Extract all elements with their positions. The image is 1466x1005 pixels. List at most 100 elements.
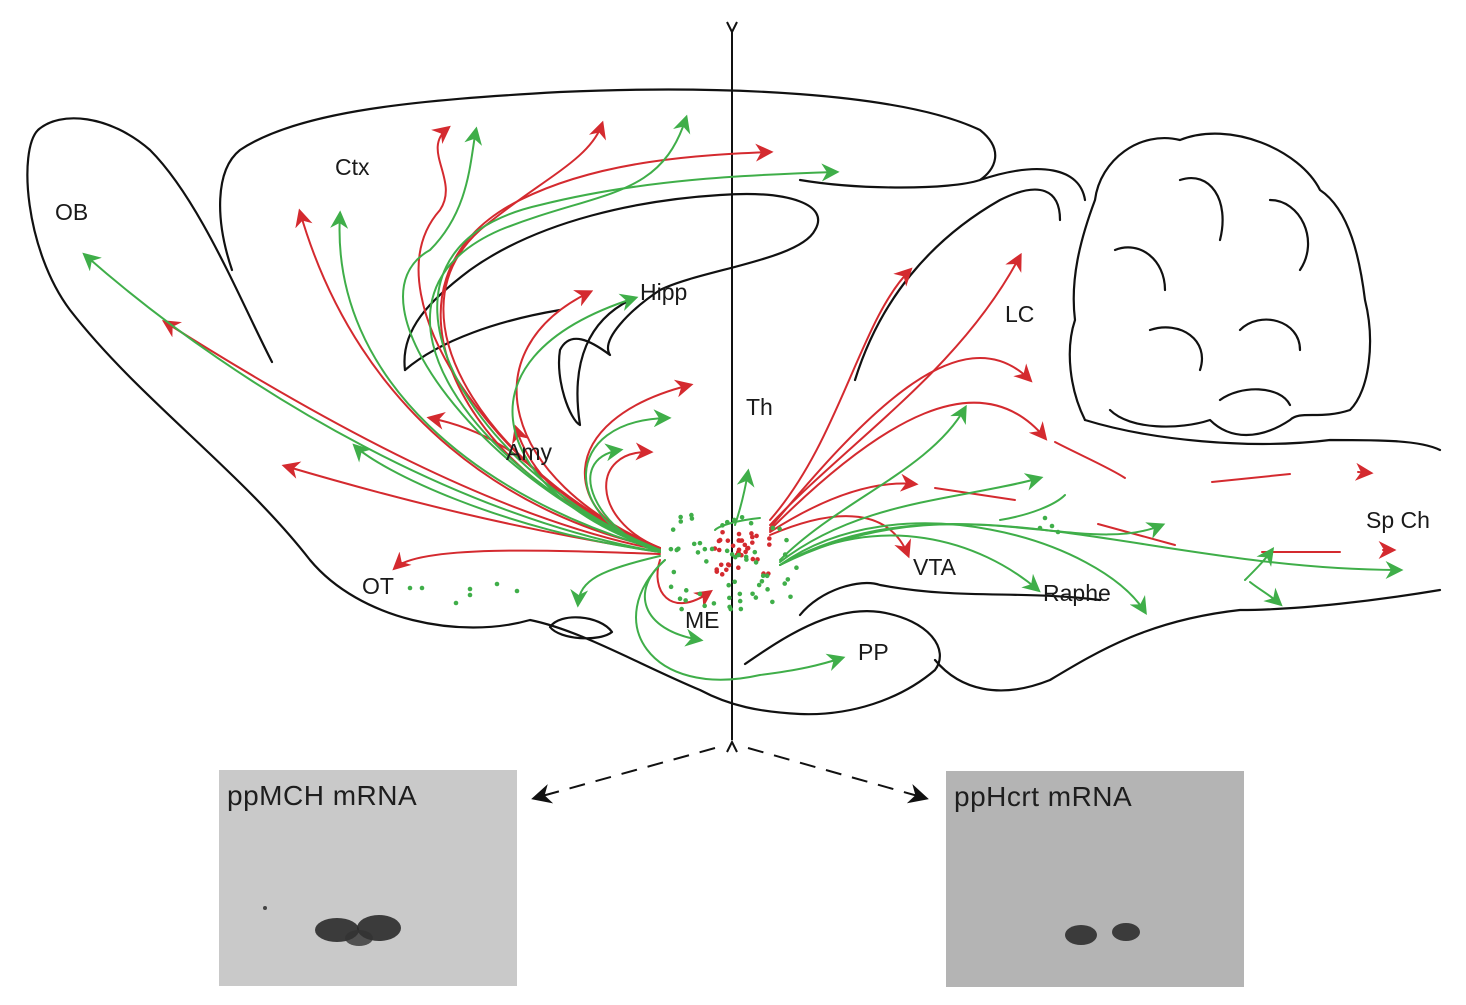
hcrt-cell-dot — [683, 598, 688, 603]
hcrt-cell-dot — [737, 591, 743, 597]
hcrt-cell-dot — [794, 565, 799, 571]
hcrt-cell-dot — [704, 559, 709, 564]
hcrt-cell-dot — [732, 579, 737, 585]
hcrt-cell-dot — [729, 552, 735, 557]
mch-cell-dot — [717, 537, 723, 543]
hcrt-cell-dot — [407, 585, 413, 591]
hcrt-cell-dot — [760, 573, 766, 579]
hcrt-cell-dot — [697, 540, 703, 546]
hcrt-cell-dot — [782, 581, 788, 586]
hcrt-cell-dot — [674, 547, 680, 553]
mch-cell-dot — [750, 556, 756, 562]
mch-cell-dot — [724, 567, 729, 573]
dashed-arrow-right — [747, 747, 929, 804]
hcrt-cell-dot — [753, 560, 759, 565]
mch-cell-dot — [736, 531, 742, 537]
hcrt-cell-dot — [753, 595, 759, 600]
hcrt-cell-dot — [732, 554, 738, 560]
inset-pphcrt-mrna: ppHcrt mRNA — [946, 771, 1244, 987]
hcrt-cell-dot — [668, 546, 674, 552]
hcrt-cell-dot — [782, 552, 788, 557]
hcrt-cell-dot — [711, 601, 717, 606]
hcrt-cell-dot — [697, 591, 703, 597]
hcrt-cell-dot — [744, 557, 749, 562]
mch-cell-dot — [720, 529, 725, 535]
hcrt-cell-dot — [720, 523, 725, 528]
hcrt-cell-dot — [770, 525, 776, 531]
mch-cell-dot — [750, 540, 755, 545]
mch-cell-dot — [719, 572, 725, 577]
mch-cell-dot — [736, 547, 742, 553]
inset-title-ppmch: ppMCH mRNA — [227, 780, 418, 811]
hcrt-cell-dot — [738, 606, 744, 612]
hcrt-cell-dot — [724, 548, 730, 554]
hcrt-cell-dot — [679, 606, 684, 612]
hcrt-cell-dot — [668, 584, 674, 590]
hcrt-cell-dot — [784, 537, 789, 543]
hcrt-cell-dot — [777, 526, 782, 532]
mch-cell-dot — [743, 549, 748, 555]
label-th: Th — [746, 394, 773, 420]
mch-cell-dot — [737, 538, 743, 543]
hcrt-cell-dot — [709, 546, 715, 552]
hcrt-cell-dot — [765, 587, 770, 592]
region-labels: OB Ctx Hipp Amy Th LC OT ME PP VTA Raphe… — [55, 154, 1430, 665]
mch-cell-dot — [714, 569, 720, 574]
hcrt-cell-dot — [764, 573, 770, 579]
hcrt-cell-dot — [671, 569, 677, 575]
hcrt-cell-dot — [514, 588, 520, 594]
label-pp: PP — [858, 639, 889, 665]
label-amy: Amy — [506, 439, 553, 465]
ppmch-signal — [263, 906, 401, 946]
cell-body-cluster — [407, 512, 1061, 612]
hcrt-cell-dot — [770, 599, 775, 605]
hcrt-cell-dot — [726, 582, 731, 588]
mch-cell-dot — [725, 538, 731, 543]
label-vta: VTA — [913, 554, 957, 580]
hcrt-cell-dot — [1042, 515, 1048, 521]
brain-outline — [26, 88, 1442, 716]
mch-cell-dot — [750, 534, 755, 540]
hcrt-cell-dot — [788, 594, 793, 600]
hcrt-cell-dot — [759, 578, 765, 584]
mch-cell-dot — [745, 545, 751, 551]
hcrt-cell-dot — [695, 550, 701, 555]
hcrt-cell-dot — [467, 592, 473, 598]
hcrt-cell-dot — [737, 598, 743, 604]
mch-cell-dot — [730, 543, 736, 549]
hcrt-cell-dot — [724, 519, 730, 525]
mch-cell-dot — [736, 565, 741, 571]
hcrt-cell-dot — [1037, 525, 1043, 531]
hcrt-cell-dot — [419, 585, 425, 591]
mch-cell-dot — [767, 536, 772, 541]
hcrt-cell-dot — [731, 517, 737, 523]
hcrt-cell-dot — [728, 606, 733, 612]
label-me: ME — [685, 607, 720, 633]
hcrt-cell-dot — [736, 552, 741, 558]
hcrt-cell-dot — [677, 596, 683, 602]
hcrt-cell-dot — [702, 546, 708, 552]
hcrt-cell-dot — [689, 512, 694, 518]
pphcrt-signal — [1065, 923, 1140, 945]
mch-cell-dot — [716, 547, 722, 553]
label-ot: OT — [362, 573, 394, 599]
hcrt-cell-dot — [1055, 529, 1061, 535]
label-lc: LC — [1005, 301, 1034, 327]
hcrt-cell-dot — [727, 595, 732, 601]
hcrt-cell-dot — [453, 600, 459, 606]
hcrt-cell-dot — [678, 514, 683, 520]
hcrt-cell-dot — [670, 527, 676, 532]
hcrt-cell-dot — [752, 549, 758, 555]
mch-cell-dot — [742, 542, 748, 548]
hcrt-cell-dot — [750, 591, 755, 597]
mch-cell-dot — [754, 533, 759, 539]
hcrt-cell-dot — [683, 588, 689, 593]
hcrt-cell-dot — [756, 582, 762, 588]
label-ctx: Ctx — [335, 154, 370, 180]
hcrt-cell-dot — [1049, 523, 1055, 529]
inset-ppmch-mrna: ppMCH mRNA — [219, 770, 517, 986]
dashed-arrow-left — [531, 747, 716, 804]
hcrt-cell-dot — [689, 516, 695, 521]
label-hipp: Hipp — [640, 279, 687, 305]
